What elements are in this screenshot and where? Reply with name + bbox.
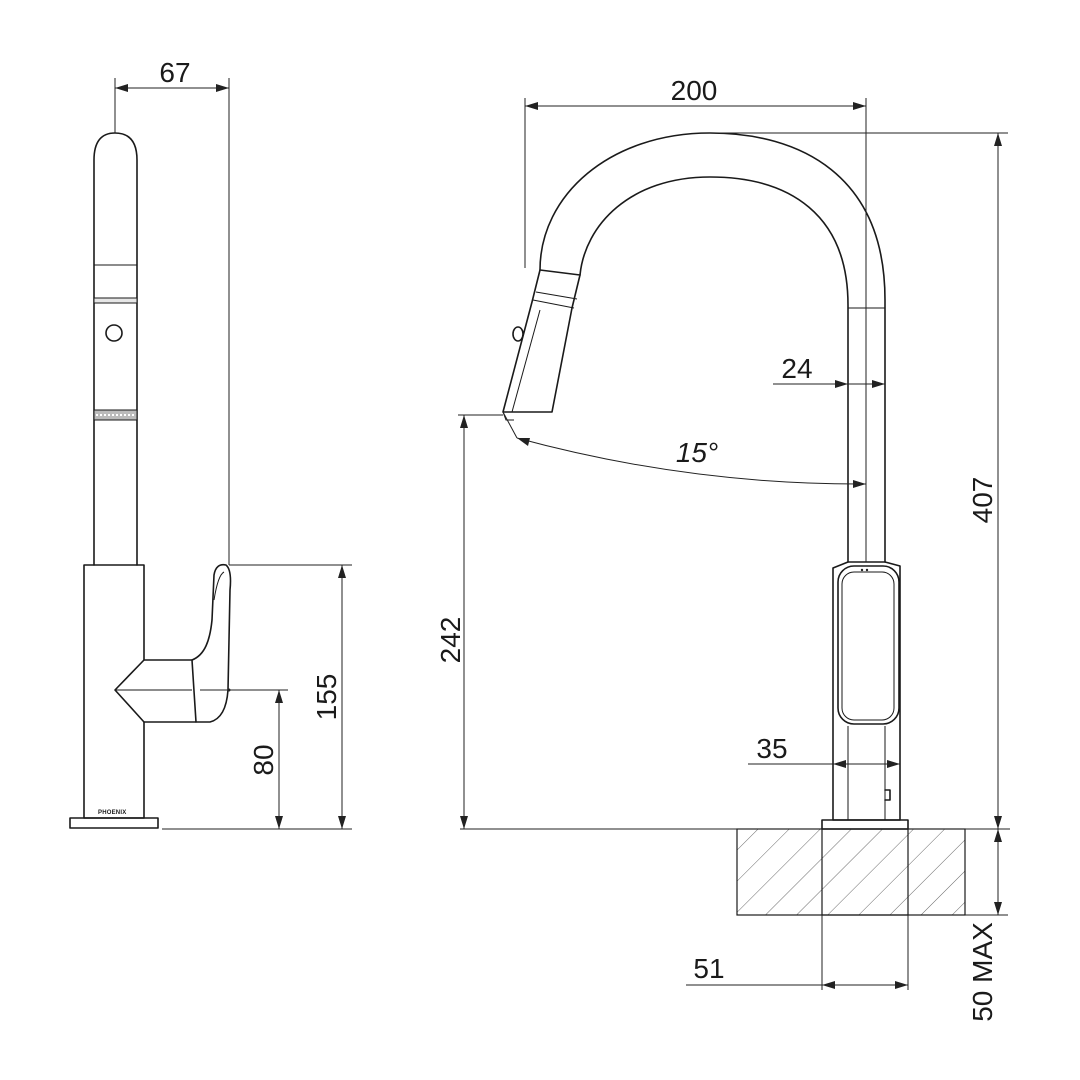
dim-spout-24: 24 [781,353,812,384]
dim-outlet-242: 242 [435,617,466,664]
brand-label: PHOENIX [98,810,126,816]
bench-section [736,828,966,916]
front-base-plate [821,819,909,830]
dim-angle-15: 15° [676,437,718,468]
dim-height-155: 155 [311,674,342,721]
dim-lever-80: 80 [248,744,279,775]
side-head-band [93,297,138,304]
side-view: PHOENIX 67 155 80 [69,57,352,830]
dim-hole-51: 51 [693,953,724,984]
front-lever [837,565,900,725]
dim-bench-50max: 50 MAX [967,922,998,1022]
front-spout-outer [539,132,886,563]
side-body [83,564,197,819]
front-spray-button [512,326,524,342]
front-pullout-head [502,269,581,413]
front-spout-inner [579,176,849,563]
side-aerator [93,409,138,421]
dim-width-67: 67 [159,57,190,88]
side-spout [93,132,138,566]
dim-body-35: 35 [756,733,787,764]
dim-overall-407: 407 [967,477,998,524]
side-spray-button [105,324,123,342]
front-body [832,561,901,821]
side-lever-handle [191,563,232,723]
side-lever-joint [114,659,145,723]
dim-reach-200: 200 [671,75,718,106]
front-view: 200 407 24 15° 242 35 51 [435,75,1010,1022]
side-base-plate [69,817,159,829]
